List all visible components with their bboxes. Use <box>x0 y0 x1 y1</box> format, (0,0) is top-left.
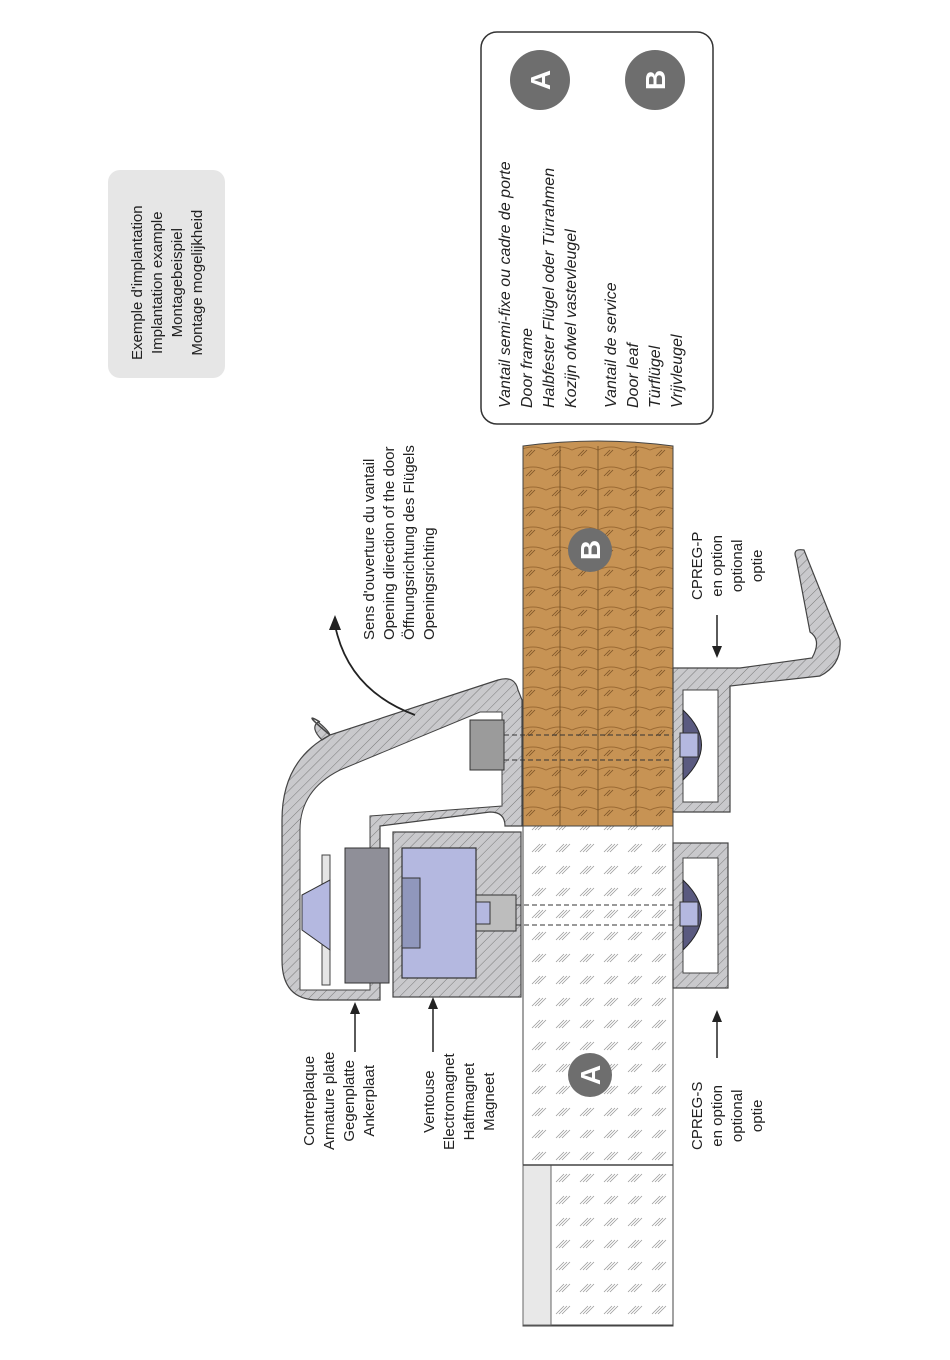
legend-badge-a <box>510 50 570 110</box>
armature-plate-mount <box>344 847 390 984</box>
legend-box <box>480 31 714 425</box>
legend-badge-b <box>625 50 685 110</box>
legend-badge-b-label: B <box>640 70 671 90</box>
example-box <box>108 170 225 378</box>
armature-plate-label: Contreplaque Armature plate Gegenplatte … <box>301 1051 378 1150</box>
example-box-text: Exemple d'implantation Implantation exam… <box>129 205 206 360</box>
cpreg-p-label: CPREG-P en option optional optie <box>689 531 766 600</box>
armature-bracket-lip <box>311 717 331 736</box>
magnet-core <box>401 877 421 949</box>
magnet-bolt-head <box>475 901 491 925</box>
leaf-badge-b <box>568 528 612 572</box>
legend-badge-a-label: A <box>525 70 556 90</box>
opening-direction-text: Sens d'ouverture du vantail Opening dire… <box>361 445 438 640</box>
frame-badge-a-label: A <box>575 1065 606 1085</box>
frame-badge-a <box>568 1053 612 1097</box>
leaf-nut <box>469 719 505 771</box>
cpreg-s-screw <box>679 901 699 927</box>
leaf-badge-b-label: B <box>575 540 606 560</box>
cpreg-p-screw <box>679 732 699 758</box>
cpreg-s-label: CPREG-S en option optional optie <box>689 1081 766 1150</box>
door-frame-a-edge <box>522 1164 552 1326</box>
electromagnet-label: Ventouse Electromagnet Haftmagnet Magnee… <box>421 1053 498 1150</box>
legend-text: Vantail semi-fixe ou cadre de porte Door… <box>497 161 686 408</box>
opening-direction-arrow <box>334 624 416 716</box>
armature-cone <box>301 879 331 951</box>
